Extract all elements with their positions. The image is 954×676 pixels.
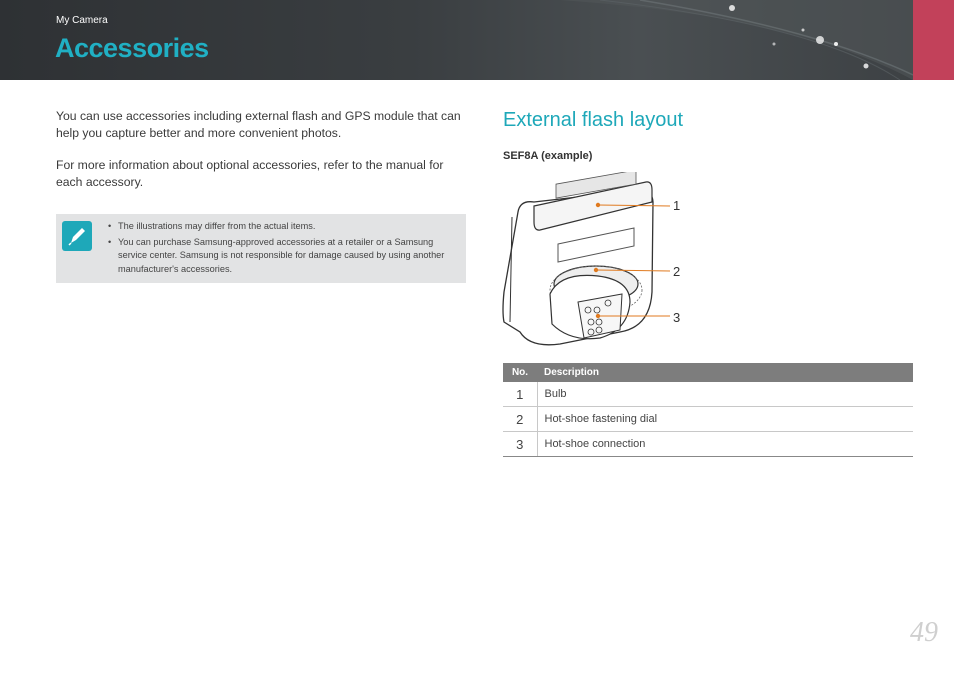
callout-label: 2 — [673, 264, 681, 279]
part-description: Bulb — [537, 382, 913, 407]
part-number: 1 — [503, 382, 538, 407]
page-header: My Camera Accessories — [0, 0, 913, 80]
intro-paragraph-2: For more information about optional acce… — [56, 158, 444, 189]
note-list: The illustrations may differ from the ac… — [108, 220, 458, 278]
page-number: 49 — [910, 617, 938, 648]
table-row: 3 Hot-shoe connection — [503, 431, 913, 457]
column-header-no: No. — [503, 363, 537, 382]
part-number: 2 — [503, 406, 538, 432]
pencil-note-icon — [62, 221, 92, 251]
model-label: SEF8A (example) — [503, 150, 593, 162]
note-item: You can purchase Samsung-approved access… — [108, 236, 458, 277]
flash-layout-heading: External flash layout — [503, 109, 684, 131]
intro-paragraph-1: You can use accessories including extern… — [56, 109, 461, 140]
callout-label: 1 — [673, 198, 681, 213]
table-header-row: No. Description — [503, 363, 913, 382]
part-number: 3 — [503, 431, 538, 457]
column-header-description: Description — [537, 363, 913, 382]
page-title: Accessories — [55, 33, 209, 63]
table-row: 1 Bulb — [503, 382, 913, 407]
note-box: The illustrations may differ from the ac… — [56, 214, 466, 283]
callout-label: 3 — [673, 310, 681, 325]
part-description: Hot-shoe fastening dial — [537, 406, 913, 432]
flash-illustration — [502, 172, 671, 346]
header-decoration — [560, 0, 913, 80]
note-item: The illustrations may differ from the ac… — [108, 220, 458, 234]
header-accent-bar — [913, 0, 954, 80]
table-row: 2 Hot-shoe fastening dial — [503, 406, 913, 432]
part-description: Hot-shoe connection — [537, 431, 913, 457]
parts-table: No. Description 1 Bulb 2 Hot-shoe fasten… — [503, 363, 913, 457]
section-label: My Camera — [56, 15, 108, 26]
